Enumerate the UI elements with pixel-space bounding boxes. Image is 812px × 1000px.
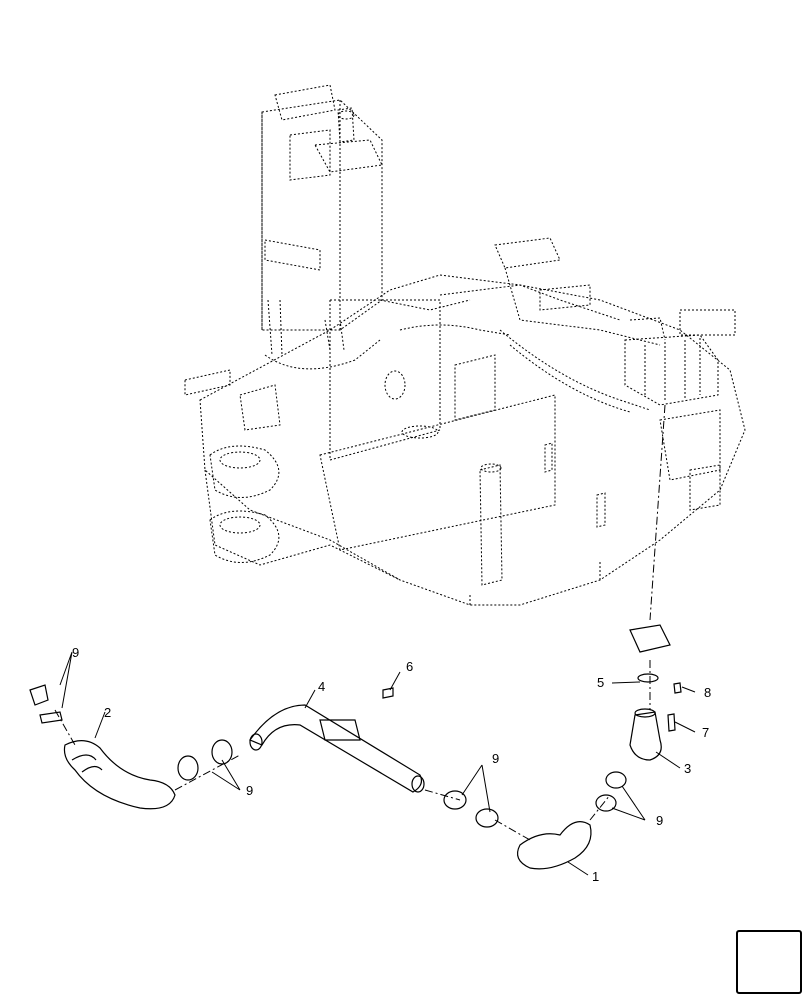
callout-9-d: 9 [656,813,664,828]
hose-clamps [177,739,627,828]
callout-2: 2 [104,705,112,720]
machine-frame [184,84,746,606]
callout-4: 4 [318,679,326,694]
callout-9-a: 9 [72,645,80,660]
hose-parts [29,624,682,870]
next-page-button[interactable] [736,930,802,994]
leader-lines [59,651,696,876]
callout-3: 3 [684,761,692,776]
callout-9-b: 9 [246,783,254,798]
callout-5: 5 [597,675,605,690]
callout-7: 7 [702,725,710,740]
center-lines [54,404,666,841]
callout-6: 6 [406,659,414,674]
callout-1: 1 [592,869,600,884]
callout-9-c: 9 [492,751,500,766]
callout-8: 8 [704,685,712,700]
